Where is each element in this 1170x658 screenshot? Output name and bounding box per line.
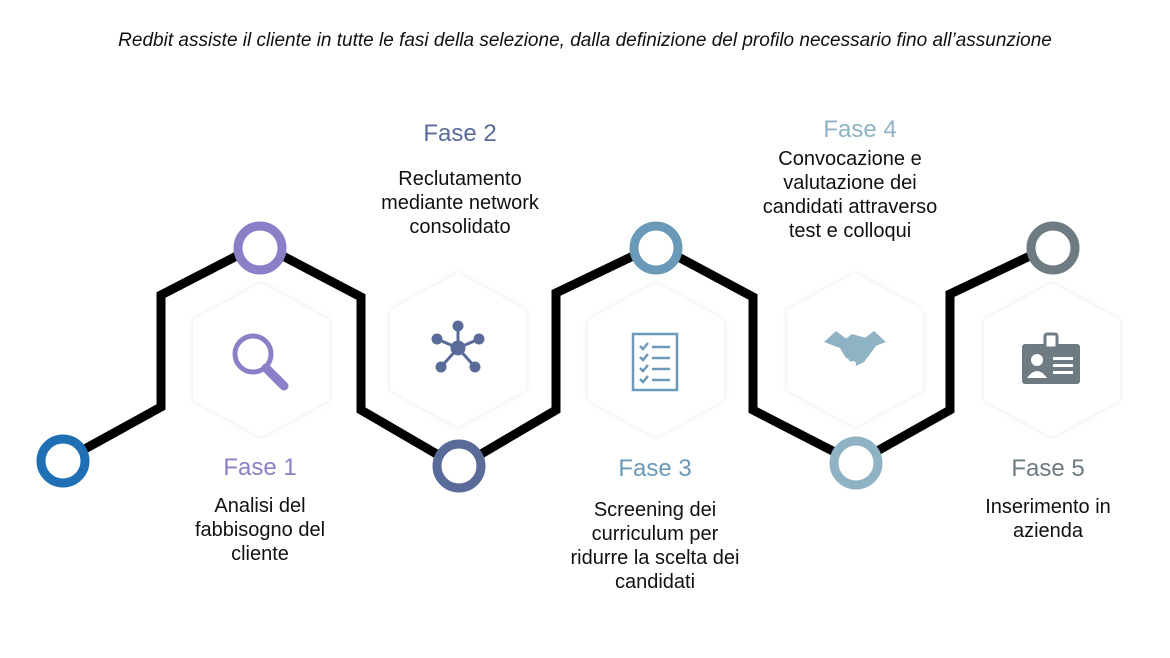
fase-5-title: Fase 5 — [1011, 455, 1085, 482]
fase-2-title: Fase 2 — [423, 120, 497, 147]
fase-3-line: ridurre la scelta dei — [570, 547, 740, 569]
fase-1-description: Analisi del fabbisogno del cliente — [160, 494, 360, 566]
timeline-path — [60, 238, 1055, 473]
fase-5-line: azienda — [1012, 520, 1084, 542]
fase-1-line: fabbisogno del — [194, 519, 326, 541]
handshake-icon — [824, 331, 886, 367]
fase-5-description: Inserimento in azienda — [948, 495, 1148, 543]
fase-2-line: Reclutamento — [398, 168, 522, 190]
fase-2-description: Reclutamento mediante network consolidat… — [360, 167, 560, 239]
fase-4-line: valutazione dei — [783, 172, 917, 194]
id-badge-icon — [1022, 332, 1080, 384]
fase-4-line: test e colloqui — [788, 220, 912, 242]
checklist-icon — [631, 332, 679, 392]
fase-2-line: mediante network — [381, 192, 539, 214]
network-icon — [431, 320, 485, 373]
node-fase-3 — [629, 221, 683, 275]
fase-3-line: candidati — [614, 571, 696, 593]
hexagon-3 — [588, 283, 724, 437]
fase-3-title: Fase 3 — [618, 455, 692, 482]
fase-3-description: Screening dei curriculum per ridurre la … — [555, 498, 755, 594]
node-fase-1 — [233, 221, 287, 275]
fase-2-line: consolidato — [409, 216, 511, 238]
subtitle: Redbit assiste il cliente in tutte le fa… — [118, 30, 1052, 51]
fase-1-title: Fase 1 — [223, 454, 297, 481]
node-start — [36, 434, 90, 488]
hexagon-1 — [193, 283, 329, 437]
fase-4-line: candidati attraverso — [762, 196, 938, 218]
search-icon — [232, 333, 289, 391]
fase-3-line: Screening dei — [593, 499, 717, 521]
fase-1-line: Analisi del — [214, 495, 306, 517]
node-fase-4 — [829, 436, 883, 490]
fase-4-line: Convocazione e — [778, 148, 922, 170]
node-fase-5 — [1026, 221, 1080, 275]
fase-4-description: Convocazione e valutazione dei candidati… — [750, 147, 950, 243]
fase-3-line: curriculum per — [591, 523, 719, 545]
node-fase-2 — [432, 439, 486, 493]
fase-1-line: cliente — [231, 543, 289, 565]
fase-4-title: Fase 4 — [823, 116, 897, 143]
fase-5-line: Inserimento in — [985, 496, 1111, 518]
